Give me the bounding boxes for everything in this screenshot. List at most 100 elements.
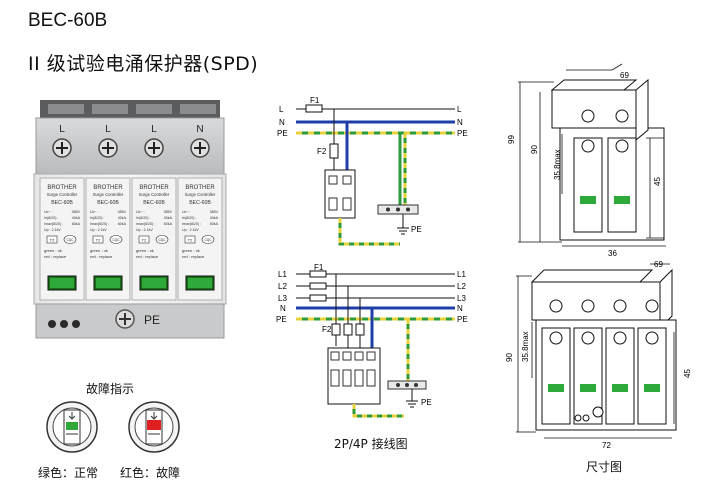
spec-label: In(8/20) :: [44, 216, 58, 220]
dim-bottom-module: 45: [683, 369, 692, 378]
code-label: BEC-60B: [51, 200, 73, 206]
spec-label: Imax(8/20) :: [90, 222, 109, 226]
spec-label: Up : 2.1kV: [136, 228, 153, 232]
pole-label: L: [151, 124, 157, 135]
spec-value: 60kA: [210, 222, 219, 226]
line-l-label: L: [457, 105, 462, 114]
status-ok-label: green : ok: [90, 248, 108, 253]
line-pe-label: PE: [457, 129, 468, 138]
line-pe-4p-label-right: PE: [457, 315, 468, 324]
status-replace-label: red : replace: [136, 254, 159, 259]
spec-label: Up : 2.1kV: [44, 228, 61, 232]
fuse-f2-label: F2: [317, 147, 327, 156]
spec-value: 40kA: [164, 216, 173, 220]
desc-label: Surge Controller: [139, 192, 170, 197]
line-n-label-left: N: [279, 118, 285, 127]
class-badge: T2: [50, 238, 55, 243]
indicator-red-icon: [128, 401, 180, 453]
code-label: BEC-60B: [143, 200, 165, 206]
fuse-f1: [305, 104, 323, 113]
indicator-green-caption: 绿色：正常: [38, 466, 99, 480]
class-badge: T2: [142, 238, 147, 243]
line-l-label-left: L: [279, 105, 284, 114]
indicator-red-caption: 红色：故障: [120, 466, 181, 480]
code-label: BEC-60B: [189, 200, 211, 206]
indicator-title: 故障指示: [86, 382, 135, 396]
dimension-drawing: 69 99 90 35.8max 36 45 69 90 35.8max 72 …: [505, 63, 692, 450]
class-badge: T2: [96, 238, 101, 243]
spec-value: 40kA: [72, 216, 81, 220]
status-ok-label: green : ok: [182, 248, 200, 253]
fuse-f2-4p-label: F2: [322, 325, 332, 334]
spec-value: 40kA: [118, 216, 127, 220]
led-dot: [72, 320, 80, 328]
dim-bottom-max: 35.8max: [521, 331, 530, 362]
wiring-diagram-2p: F1 L N PE L N PE F2 PE: [277, 96, 468, 246]
product-subtitle: II 级试验电涌保护器(SPD): [28, 53, 259, 75]
brand-label: BROTHER: [139, 185, 169, 191]
fuse-f1-4p-label: F1: [314, 263, 324, 272]
pole-label: N: [196, 124, 203, 135]
fuse-f1-label: F1: [310, 96, 320, 105]
cert-badge: CQC: [112, 238, 120, 242]
spec-value: 60kA: [118, 222, 127, 226]
dim-bottom-depth: 69: [654, 260, 663, 269]
status-replace-label: red : replace: [182, 254, 205, 259]
desc-label: Surge Controller: [185, 192, 216, 197]
status-ok-label: green : ok: [44, 248, 62, 253]
brand-label: BROTHER: [93, 185, 123, 191]
line-l2-label-right: L2: [457, 282, 466, 291]
spec-label: Up : 2.1kV: [90, 228, 107, 232]
dim-top-width: 36: [608, 249, 617, 258]
dim-bottom-height: 90: [505, 353, 514, 362]
spec-value: 385V: [164, 210, 173, 214]
dimension-4p: 69 90 35.8max 72 45: [505, 260, 692, 450]
pole-label: L: [105, 124, 111, 135]
spec-label: In(8/20) :: [182, 216, 196, 220]
dim-top-body: 90: [530, 145, 539, 154]
dim-top-max: 35.8max: [553, 149, 562, 180]
spec-value: 385V: [210, 210, 219, 214]
spec-value: 40kA: [210, 216, 219, 220]
wiring-diagram-4p: F1 L1 L2 L3 N PE L1 L2 L3 N PE F2: [276, 263, 468, 418]
spec-value: 385V: [72, 210, 81, 214]
class-badge: T2: [188, 238, 193, 243]
dim-top-height: 99: [507, 135, 516, 144]
desc-label: Surge Controller: [47, 192, 78, 197]
line-l1-label-right: L1: [457, 270, 466, 279]
spec-value: 60kA: [72, 222, 81, 226]
code-label: BEC-60B: [97, 200, 119, 206]
line-n-label: N: [457, 118, 463, 127]
pole-label: L: [59, 124, 65, 135]
pe-terminal-label: PE: [144, 313, 160, 327]
ground-pe-4p-label: PE: [421, 398, 432, 407]
dim-top-module: 45: [653, 177, 662, 186]
dimension-caption: 尺寸图: [586, 460, 623, 474]
wiring-diagram: F1 L N PE L N PE F2 PE F1: [276, 96, 468, 418]
model-title: BEC-60B: [28, 10, 108, 31]
spec-label: In(8/20) :: [90, 216, 104, 220]
dimension-2p: 69 99 90 35.8max 36 45: [507, 63, 666, 258]
spec-label: Uc~ :: [44, 210, 53, 214]
cert-badge: CQC: [66, 238, 74, 242]
pe-screw-cross: [119, 313, 131, 325]
status-replace-label: red : replace: [44, 254, 67, 259]
brand-label: BROTHER: [185, 185, 215, 191]
line-l1-label: L1: [278, 270, 287, 279]
spec-label: In(8/20) :: [136, 216, 150, 220]
spec-value: 60kA: [164, 222, 173, 226]
led-dot: [60, 320, 68, 328]
line-pe-label-left: PE: [277, 129, 288, 138]
dim-module: [637, 327, 667, 425]
indicator-green-icon: [46, 401, 98, 453]
spec-value: 385V: [118, 210, 127, 214]
brand-label: BROTHER: [47, 185, 77, 191]
spec-label: Imax(8/20) :: [182, 222, 201, 226]
status-ok-label: green : ok: [136, 248, 154, 253]
line-n-4p-label: N: [280, 304, 286, 313]
spec-label: Imax(8/20) :: [136, 222, 155, 226]
line-l3-label-right: L3: [457, 294, 466, 303]
fuse-f2: [329, 143, 339, 159]
wiring-caption: 2P/4P 接线图: [334, 437, 408, 451]
